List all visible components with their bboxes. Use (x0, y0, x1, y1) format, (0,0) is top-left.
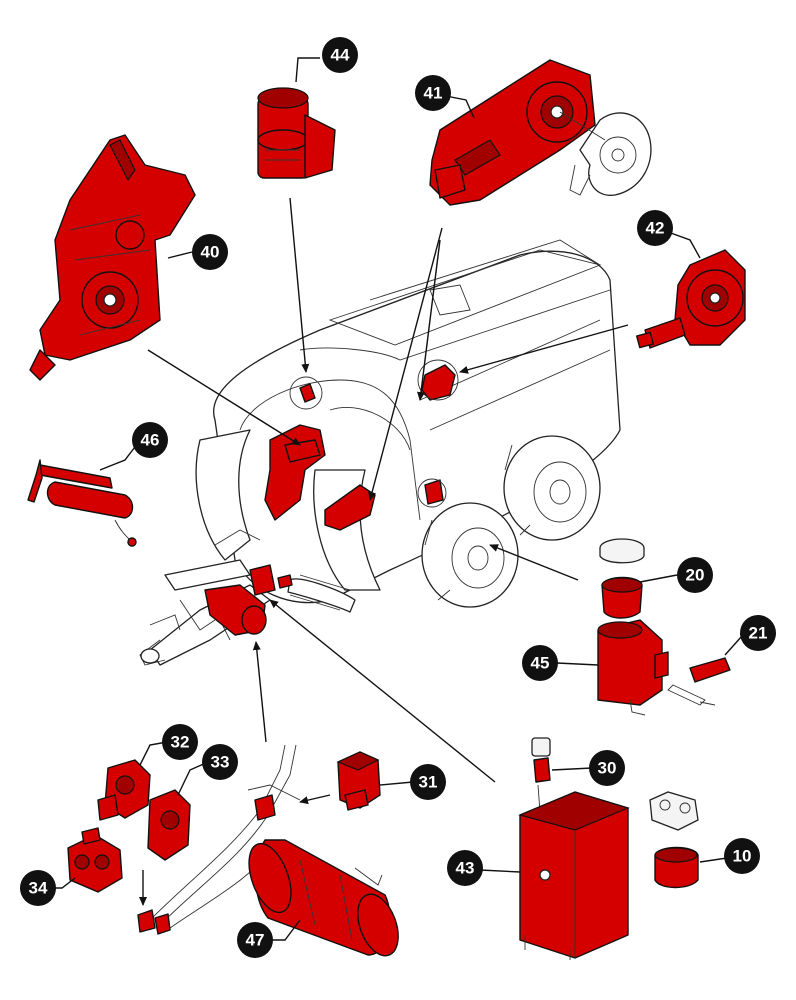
svg-text:41: 41 (424, 84, 443, 103)
part-44-filter (257, 87, 336, 179)
baler-machine (139, 239, 621, 666)
svg-text:33: 33 (211, 753, 230, 772)
svg-text:31: 31 (419, 773, 438, 792)
callout-41: 41 (415, 75, 451, 111)
svg-text:44: 44 (331, 46, 350, 65)
part-46-grease-gun (27, 459, 137, 547)
callout-33: 33 (202, 744, 238, 780)
part-33-coupling (147, 789, 191, 861)
svg-text:32: 32 (171, 733, 190, 752)
part-34-coupling (67, 827, 123, 893)
svg-text:45: 45 (531, 654, 550, 673)
svg-text:20: 20 (686, 566, 705, 585)
gearbox-side-on-machine (324, 484, 376, 531)
part-32-coupling (97, 759, 151, 821)
svg-text:43: 43 (456, 859, 475, 878)
part-41-gearbox (429, 59, 652, 206)
callout-43: 43 (447, 850, 483, 886)
svg-text:30: 30 (598, 759, 617, 778)
callout-44: 44 (322, 37, 358, 73)
part-40-gearbox (29, 134, 196, 381)
callout-32: 32 (162, 724, 198, 760)
callout-30: 30 (589, 750, 625, 786)
part-10-filter (649, 791, 699, 889)
part-21-pin (667, 657, 731, 706)
svg-text:42: 42 (646, 219, 665, 238)
svg-text:10: 10 (733, 847, 752, 866)
callout-31: 31 (410, 764, 446, 800)
callout-20: 20 (677, 557, 713, 593)
part-43-tank (518, 791, 630, 960)
svg-text:46: 46 (141, 431, 160, 450)
part-42-gearbox (635, 249, 746, 349)
callout-10: 10 (724, 838, 760, 874)
svg-text:21: 21 (749, 624, 768, 643)
callout-42: 42 (637, 210, 673, 246)
filter-on-machine (299, 383, 316, 403)
part-45-reservoir (597, 619, 669, 716)
svg-text:47: 47 (246, 931, 265, 950)
callout-46: 46 (132, 422, 168, 458)
part-31-valve (336, 751, 381, 811)
svg-text:40: 40 (201, 243, 220, 262)
part-47-air-tank (248, 839, 399, 957)
leader-lines (52, 57, 743, 941)
callout-45: 45 (522, 645, 558, 681)
part-20-cap (599, 538, 645, 619)
gearbox-top-on-machine (421, 364, 456, 401)
svg-text:34: 34 (29, 879, 48, 898)
callout-40: 40 (192, 234, 228, 270)
callout-21: 21 (740, 615, 776, 651)
callout-47: 47 (237, 922, 273, 958)
callout-34: 34 (20, 870, 56, 906)
reservoir-on-machine (424, 479, 444, 505)
